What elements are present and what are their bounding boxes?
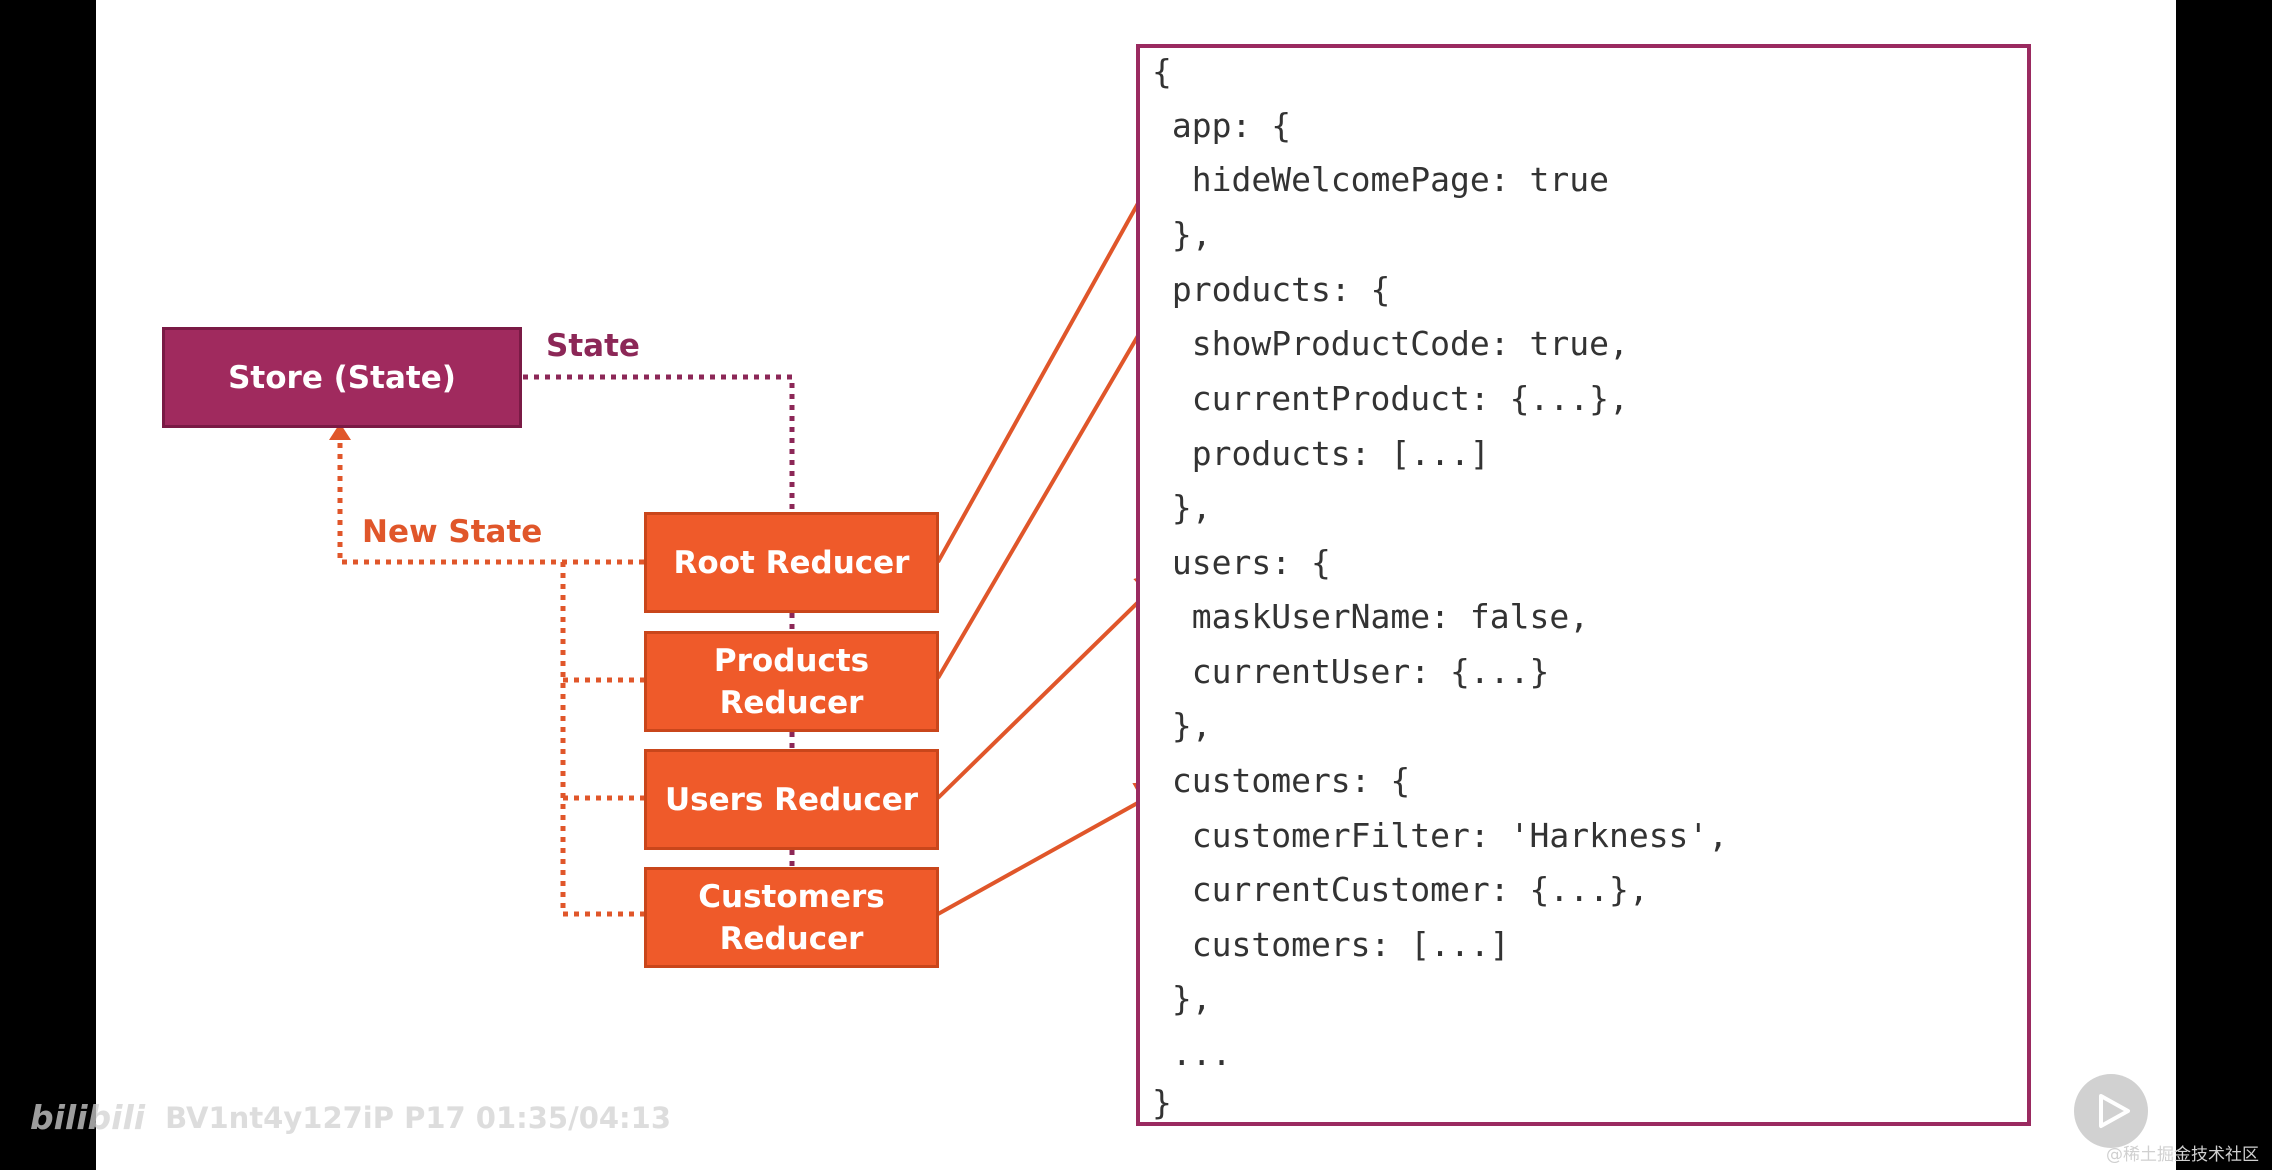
code-line: ... — [1152, 1034, 1232, 1073]
code-line: }, — [1152, 215, 1212, 254]
code-line: currentUser: {...} — [1152, 652, 1550, 691]
new-state-arrowhead — [329, 423, 351, 440]
watermark-text: BV1nt4y127iP P17 01:35/04:13 — [165, 1100, 672, 1135]
code-line: hideWelcomePage: true — [1152, 160, 1609, 199]
state-connector — [523, 374, 795, 512]
new-state-connector — [337, 440, 644, 565]
code-line: currentCustomer: {...}, — [1152, 870, 1649, 909]
arrow-root-to-app — [936, 139, 1174, 563]
code-line: users: { — [1152, 543, 1331, 582]
code-line: customers: [...] — [1152, 925, 1510, 964]
code-line: products: [...] — [1152, 434, 1490, 473]
state-label: State — [546, 328, 640, 364]
code-line: customerFilter: 'Harkness', — [1152, 816, 1729, 855]
code-line: app: { — [1152, 106, 1292, 145]
corner-credit-text: @稀土掘金技术社区 — [2106, 1145, 2259, 1165]
code-line: customers: { — [1152, 761, 1411, 800]
code-line: }, — [1152, 706, 1212, 745]
state-tree-code-panel: { app: { hideWelcomePage: true }, produc… — [1136, 44, 2031, 1126]
arrow-customers-to-customers — [937, 781, 1177, 916]
play-icon-glyph — [2099, 1094, 2130, 1128]
customers-reducer-box: Customers Reducer — [644, 867, 939, 968]
code-line: currentProduct: {...}, — [1152, 379, 1629, 418]
code-line: { — [1152, 52, 1172, 91]
code-line: products: { — [1152, 270, 1391, 309]
users-reducer-box: Users Reducer — [644, 749, 939, 850]
code-line: }, — [1152, 979, 1212, 1018]
root-reducer-box: Root Reducer — [644, 512, 939, 613]
code-line: }, — [1152, 488, 1212, 527]
new-state-label: New State — [362, 514, 543, 550]
products-reducer-box: Products Reducer — [644, 631, 939, 732]
code-line: maskUserName: false, — [1152, 597, 1590, 636]
reducer-bracket — [560, 562, 644, 917]
play-icon[interactable] — [2074, 1074, 2148, 1148]
code-line: showProductCode: true, — [1152, 324, 1629, 363]
code-line: } — [1152, 1083, 1172, 1122]
bilibili-logo: bilibili — [30, 1098, 146, 1137]
arrow-users-to-users — [936, 565, 1176, 800]
video-watermark: bilibili BV1nt4y127iP P17 01:35/04:13 — [30, 1098, 671, 1137]
store-state-box: Store (State) — [162, 327, 522, 428]
arrow-products-to-products — [936, 274, 1175, 680]
